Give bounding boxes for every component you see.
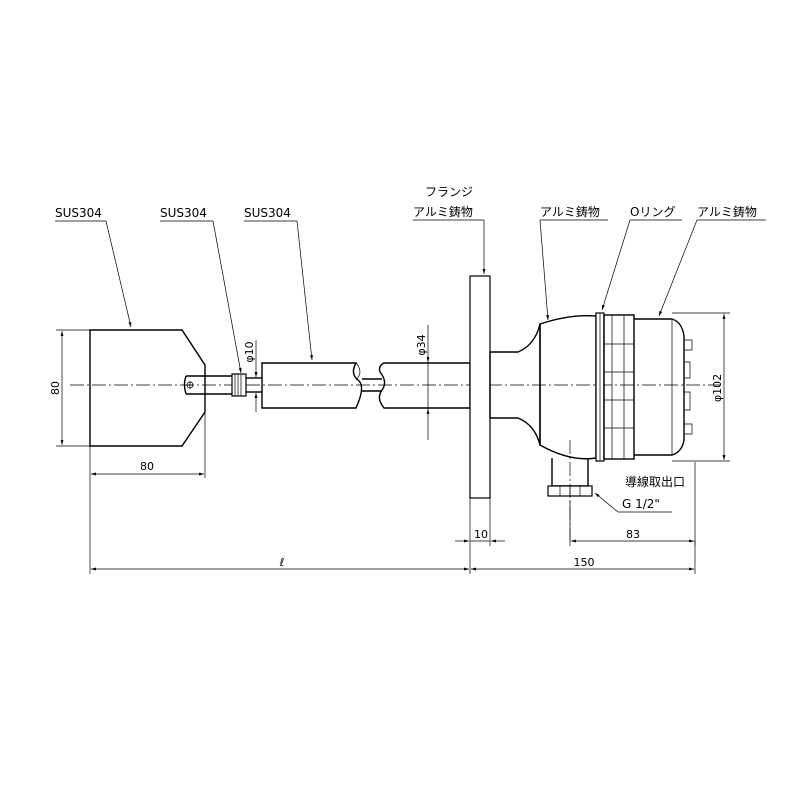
label-cable-entry: 導線取出口 <box>625 474 685 489</box>
shaft-break <box>362 378 382 392</box>
dim-blade-height-text: 80 <box>49 381 62 395</box>
dim-pipe-dia: φ34 <box>415 325 430 440</box>
label-sus304-shaft-text: SUS304 <box>160 206 207 220</box>
dim-insertion-length: ℓ <box>89 478 471 574</box>
label-o-ring-text: Oリング <box>630 205 675 219</box>
label-sus304-shaft: SUS304 <box>160 206 242 374</box>
label-housing-a: アルミ鋳物 <box>539 205 608 321</box>
dim-blade-height: 80 <box>49 329 90 447</box>
dim-insertion-length-text: ℓ <box>279 556 285 569</box>
housing <box>539 314 597 460</box>
dim-shaft-dia: φ10 <box>243 340 258 412</box>
o-ring-band <box>595 312 605 462</box>
blade-hub <box>183 373 247 397</box>
dim-shaft-dia-text: φ10 <box>243 341 256 362</box>
label-sus304-blade: SUS304 <box>55 206 132 328</box>
label-thread-text: G 1/2" <box>622 497 660 511</box>
dim-housing-dia: φ102 <box>672 312 730 462</box>
label-flange-line2: アルミ鋳物 <box>413 205 473 219</box>
shaft <box>246 377 262 393</box>
label-thread: G 1/2" <box>594 492 672 513</box>
dim-flange-thickness: 10 <box>455 498 505 546</box>
dim-head-length: 150 <box>471 540 696 574</box>
dim-pipe-dia-text: φ34 <box>415 334 428 355</box>
label-flange-line1: フランジ <box>425 185 473 199</box>
label-cable-entry-text: 導線取出口 <box>625 474 685 489</box>
dim-head-length-text: 150 <box>574 556 595 569</box>
pipe-right <box>378 362 471 409</box>
label-housing-b: アルミ鋳物 <box>658 205 766 317</box>
cover <box>603 314 693 460</box>
dim-blade-width: 80 <box>89 412 206 478</box>
dim-flange-thickness-text: 10 <box>474 528 488 541</box>
label-sus304-pipe-text: SUS304 <box>244 206 291 220</box>
label-flange: フランジ アルミ鋳物 <box>413 185 486 274</box>
neck <box>489 323 541 446</box>
flange <box>469 275 491 499</box>
paddle-blade <box>89 329 206 447</box>
dim-blade-width-text: 80 <box>140 460 154 473</box>
label-o-ring: Oリング <box>601 205 682 311</box>
label-sus304-blade-text: SUS304 <box>55 206 102 220</box>
label-housing-a-text: アルミ鋳物 <box>540 205 600 219</box>
dim-entry-offset-text: 83 <box>626 528 640 541</box>
dim-housing-dia-text: φ102 <box>711 374 724 402</box>
pipe-left <box>261 362 363 409</box>
dim-entry-offset: 83 <box>569 462 696 546</box>
label-sus304-pipe: SUS304 <box>244 206 313 361</box>
label-housing-b-text: アルミ鋳物 <box>697 205 757 219</box>
